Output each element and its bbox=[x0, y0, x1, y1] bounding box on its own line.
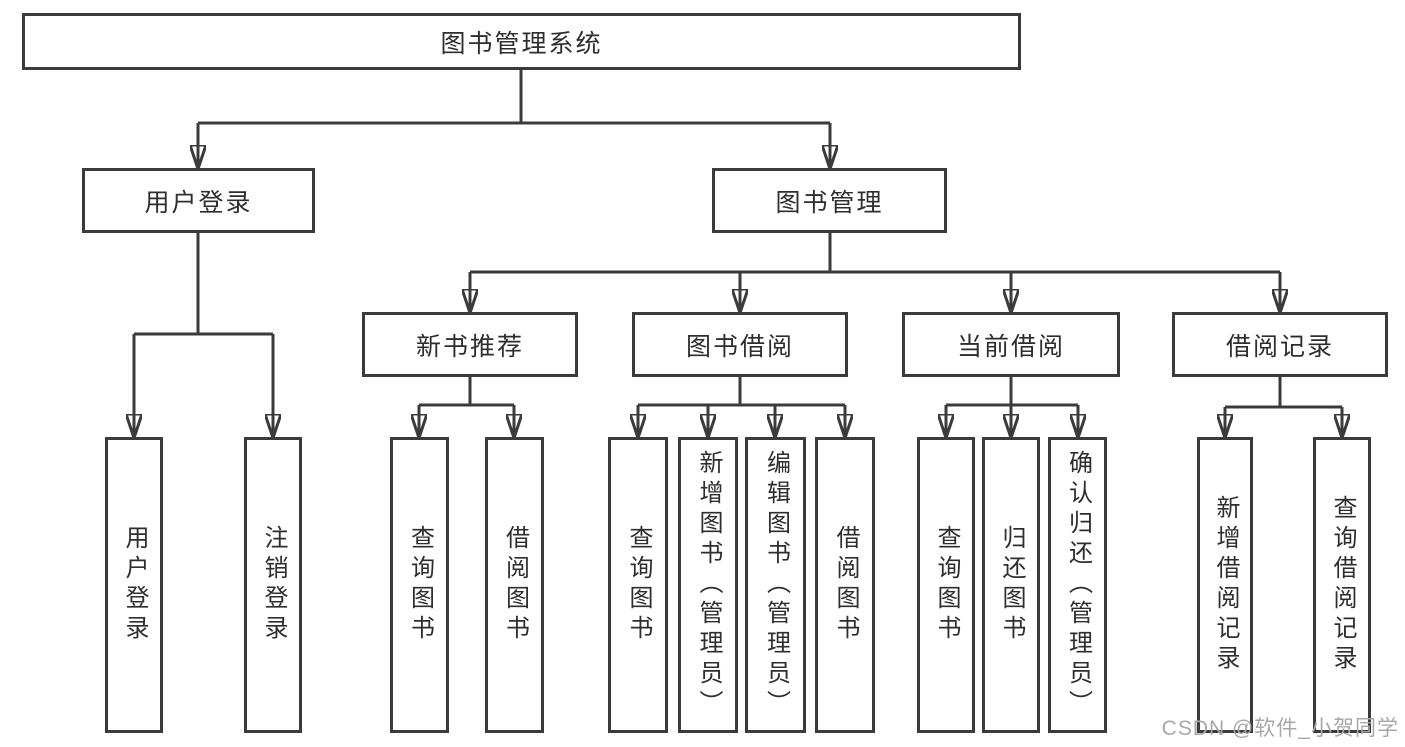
leaf-query-borrow-record: 查询借阅记录 bbox=[1313, 437, 1371, 733]
leaf-add-borrow-record: 新增借阅记录 bbox=[1197, 437, 1253, 733]
leaf-borrow-books: 借阅图书 bbox=[815, 437, 875, 733]
leaf-borrow-query-books: 查询图书 bbox=[608, 437, 668, 733]
trunk-root bbox=[198, 70, 830, 125]
trunk-branch-2 bbox=[946, 377, 1078, 407]
leaf-logout: 注销登录 bbox=[244, 437, 302, 733]
leaf-user-login: 用户登录 bbox=[105, 437, 163, 733]
watermark: CSDN @软件_小贺同学 bbox=[1161, 717, 1399, 740]
node-book-management-system: 图书管理系统 bbox=[22, 13, 1021, 70]
leaf-confirm-return-admin: 确认归还（管理员） bbox=[1048, 437, 1107, 733]
leaf-recommend-query-books: 查询图书 bbox=[390, 437, 449, 733]
trunk-branch-1 bbox=[638, 377, 845, 407]
leaf-recommend-borrow-books: 借阅图书 bbox=[485, 437, 544, 733]
leaf-current-query-books: 查询图书 bbox=[917, 437, 975, 733]
trunk-book-management bbox=[470, 233, 1280, 274]
leaf-edit-books-admin: 编辑图书（管理员） bbox=[745, 437, 806, 733]
trunk-user-login bbox=[134, 233, 273, 336]
node-borrowing-records: 借阅记录 bbox=[1172, 312, 1388, 377]
node-new-book-recommendation: 新书推荐 bbox=[362, 312, 578, 377]
node-book-borrowing: 图书借阅 bbox=[632, 312, 848, 377]
node-user-login: 用户登录 bbox=[82, 168, 315, 233]
trunk-branch-3 bbox=[1225, 377, 1342, 409]
leaf-add-books-admin: 新增图书（管理员） bbox=[678, 437, 738, 733]
trunk-branch-0 bbox=[419, 377, 514, 407]
node-current-borrowing: 当前借阅 bbox=[902, 312, 1120, 377]
leaf-return-books: 归还图书 bbox=[982, 437, 1040, 733]
node-book-management: 图书管理 bbox=[712, 168, 947, 233]
